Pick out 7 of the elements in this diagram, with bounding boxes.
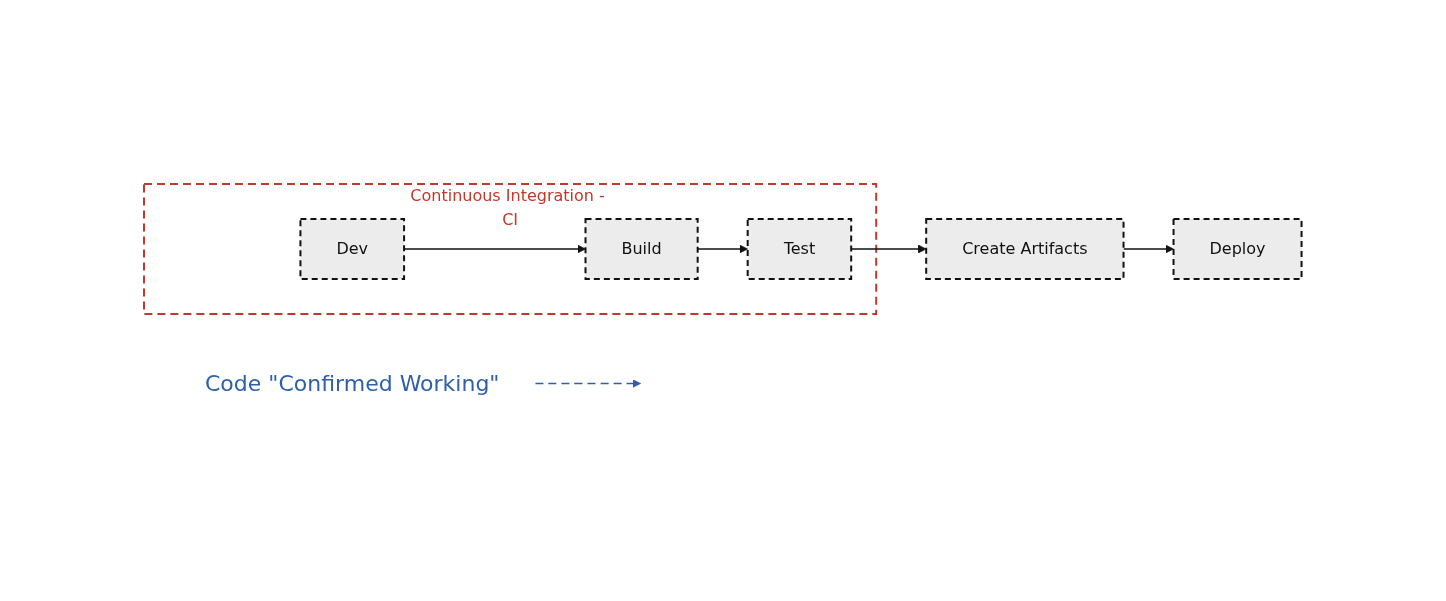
dashed-arrow xyxy=(534,378,642,388)
node-box: Test xyxy=(746,217,853,280)
node-box: Build xyxy=(584,217,699,280)
node-box: Deploy xyxy=(1172,217,1303,280)
node-box: Dev xyxy=(299,217,406,280)
node-text: Code "Confirmed Working" xyxy=(205,370,500,396)
node-box: Create Artifacts xyxy=(925,217,1125,280)
